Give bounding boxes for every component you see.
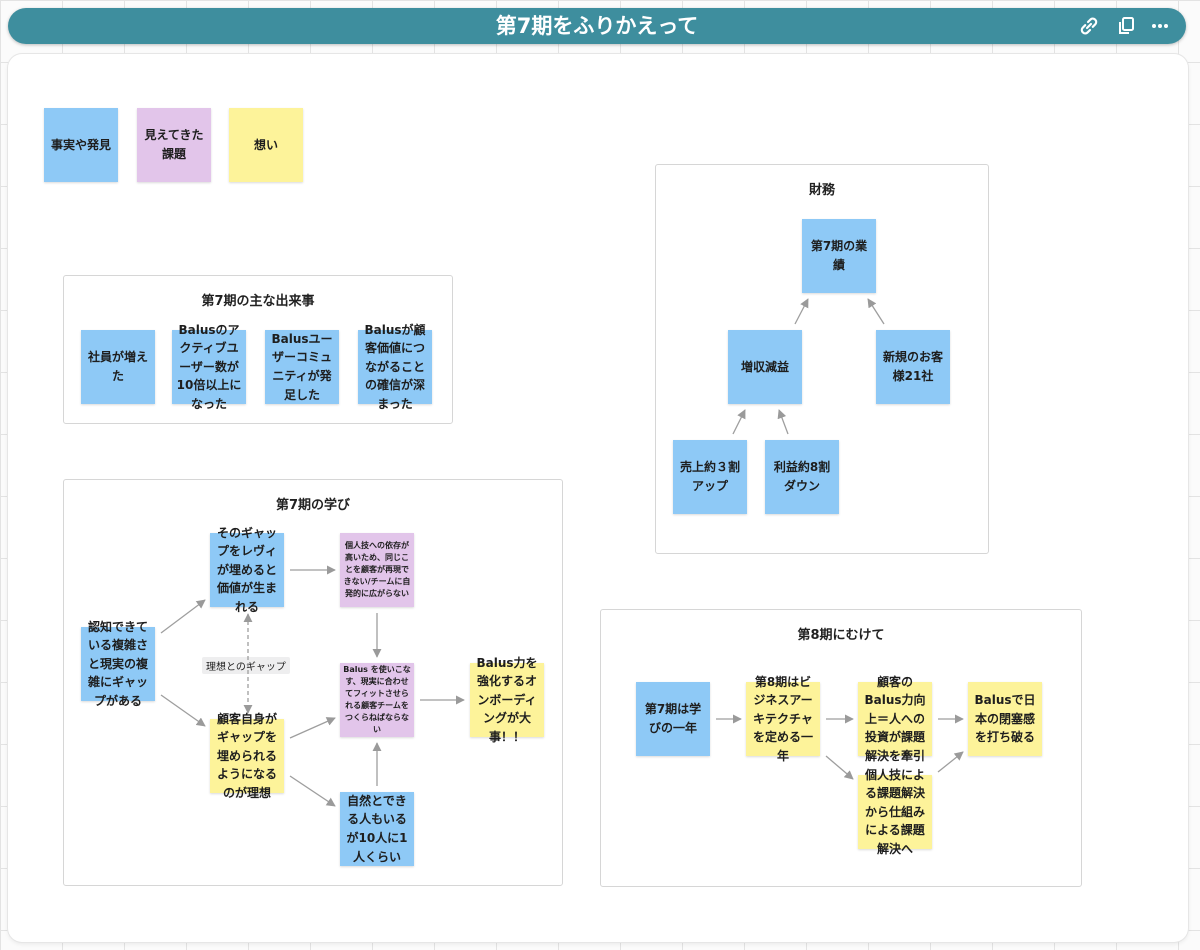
learning-gap-note[interactable]: 認知できている複雑さと現実の複雑にギャップがある xyxy=(81,620,155,708)
learning-leyvi-note[interactable]: そのギャップをレヴィが埋めると価値が生まれる xyxy=(210,526,284,614)
event-note[interactable]: Balusが顧客価値につながることの確信が深まった xyxy=(358,323,432,411)
learning-ideal-note[interactable]: 顧客自身がギャップを埋められるようになるのが理想 xyxy=(210,712,284,800)
more-icon[interactable] xyxy=(1150,16,1170,36)
legend-fact-note[interactable]: 事実や発見 xyxy=(44,108,118,182)
board-title-bar: 第7期をふりかえって xyxy=(8,8,1186,44)
learning-frame-title: 第7期の学び xyxy=(275,498,351,513)
finance-profit-note[interactable]: 利益約8割ダウン xyxy=(765,440,839,514)
finance-new-customers-note[interactable]: 新規のお客様21社 xyxy=(876,330,950,404)
learning-team-note[interactable]: Balus を使いこなす、現実に合わせてフィットさせられる顧客チームをつくらねば… xyxy=(340,663,414,737)
event-note[interactable]: Balusのアクティブユーザー数が10倍以上になった xyxy=(172,323,246,411)
legend-thought-note[interactable]: 想い xyxy=(229,108,303,182)
link-icon[interactable] xyxy=(1078,16,1098,36)
board-title: 第7期をふりかえって xyxy=(495,14,699,38)
events-frame-title: 第7期の主な出来事 xyxy=(201,294,315,309)
copy-icon[interactable] xyxy=(1116,16,1136,36)
finance-result-note[interactable]: 第7期の業績 xyxy=(802,219,876,293)
legend-issue-note[interactable]: 見えてきた課題 xyxy=(137,108,211,182)
ideal-gap-label: 理想とのギャップ xyxy=(202,657,290,674)
finance-revenue-profit-note[interactable]: 増収減益 xyxy=(728,330,802,404)
event-note[interactable]: Balusユーザーコミュニティが発足した xyxy=(265,330,339,404)
learning-natural-note[interactable]: 自然とできる人もいるが10人に1人くらい xyxy=(340,792,414,866)
next-year-note[interactable]: 第7期は学びの一年 xyxy=(636,682,710,756)
next-break-note[interactable]: Balusで日本の閉塞感を打ち破る xyxy=(968,682,1042,756)
learning-onboarding-note[interactable]: Balus力を強化するオンボーディングが大事！！ xyxy=(470,656,544,744)
next-term-frame-title: 第8期にむけて xyxy=(797,628,885,643)
next-invest-note[interactable]: 顧客のBalus力向上＝人への投資が課題解決を牽引 xyxy=(858,675,932,763)
next-system-note[interactable]: 個人技による課題解決から仕組みによる課題解決へ xyxy=(858,768,932,856)
finance-frame-title: 財務 xyxy=(808,183,835,198)
next-arch-note[interactable]: 第8期はビジネスアーキテクチャを定める一年 xyxy=(746,675,820,763)
learning-dependency-note[interactable]: 個人技への依存が高いため、同じことを顧客が再現できない/チームに自発的に広がらな… xyxy=(340,533,414,607)
finance-sales-note[interactable]: 売上約３割アップ xyxy=(673,440,747,514)
event-note[interactable]: 社員が増えた xyxy=(81,330,155,404)
